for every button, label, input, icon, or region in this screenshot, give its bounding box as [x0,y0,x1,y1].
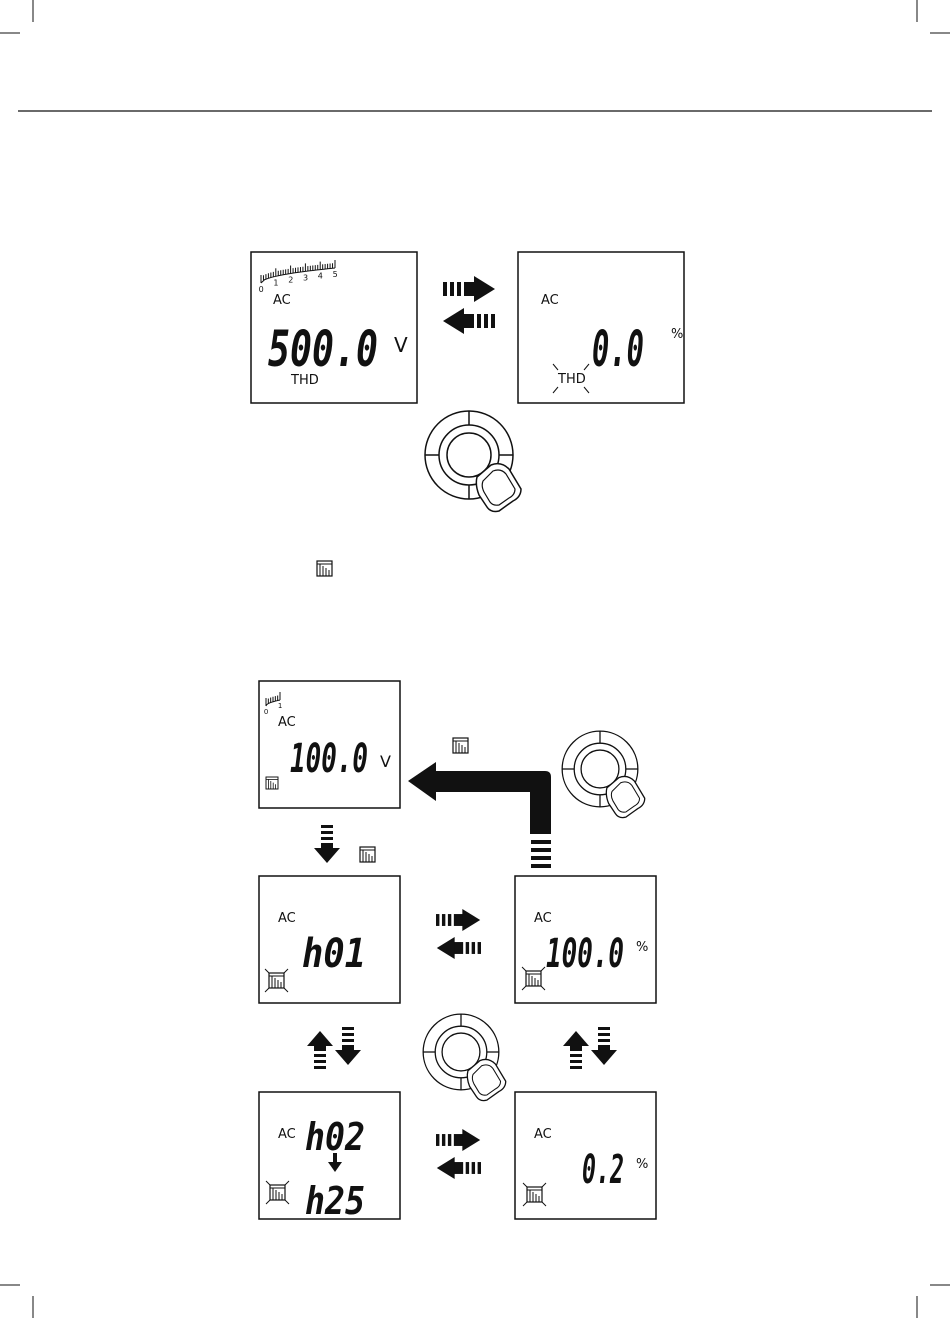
scale-label: 4 [318,272,323,281]
arrow-up [307,1031,333,1069]
lcd-thd-percent: AC 0.0 % THD [518,252,684,403]
arrow-down [335,1027,361,1065]
unit-label: % [671,327,683,342]
harmonics-icon [453,738,468,753]
lcd-harmonic-range-percent: AC 0.2 % [515,1092,656,1219]
unit-label: V [394,333,408,357]
reading-value: 100.0 [546,931,624,977]
arrow-left [437,1157,481,1179]
lcd-harmonic-percent: AC 100.0 % [515,876,656,1003]
rotary-knob-icon [562,731,645,817]
reading-value: 0.0 [592,320,644,378]
reading-value: 100.0 [290,736,368,782]
harmonics-diagram: 0 1 AC 100.0 V AC h01 [259,681,656,1223]
arrow-left [437,937,481,959]
arrow-down [591,1027,617,1065]
lcd-voltage-thd: 01 2 3 4 5 AC 500.0 V THD [251,252,417,403]
reading-value: 500.0 [268,320,378,378]
harmonics-icon [360,847,375,862]
unit-label: % [636,940,648,955]
thd-label: THD [290,373,319,388]
arrow-down [314,825,340,863]
mode-label: AC [278,911,296,926]
lcd-voltage-harmonics: 0 1 AC 100.0 V [259,681,400,808]
lcd-harmonic-order: AC h01 [259,876,400,1003]
lcd-harmonic-range: AC h02 h25 [259,1092,400,1223]
mode-label: AC [278,715,296,730]
thd-diagram: 01 2 3 4 5 AC 500.0 V THD AC 0.0 % THD [251,252,684,512]
scale-label: 2 [288,276,293,285]
arrow-right [443,276,495,302]
arrow-left [443,308,495,334]
arrow-right [436,909,480,931]
mode-label: AC [273,293,291,308]
scale-label: 3 [303,273,308,282]
thd-label-blinking: THD [557,372,586,387]
reading-value: h01 [302,931,366,977]
harmonics-icon [317,561,332,576]
mode-label: AC [278,1127,296,1142]
scale-label: 0 [259,285,264,294]
unit-label: % [636,1157,648,1172]
scale-label: 1 [278,702,282,710]
mode-label: AC [534,1127,552,1142]
reading-value: 0.2 [582,1147,624,1193]
arrow-right [436,1129,480,1151]
mode-label: AC [541,293,559,308]
rotary-knob-icon [423,1014,506,1100]
reading-value-start: h02 [305,1115,365,1159]
scale-label: 5 [333,270,338,279]
rotary-knob-icon [425,411,521,512]
return-arrow [408,762,551,868]
scale-label: 1 [273,278,278,287]
arrow-up [563,1031,589,1069]
reading-value-end: h25 [305,1179,365,1223]
unit-label: V [380,752,391,771]
mode-label: AC [534,911,552,926]
scale-label: 0 [264,708,268,716]
